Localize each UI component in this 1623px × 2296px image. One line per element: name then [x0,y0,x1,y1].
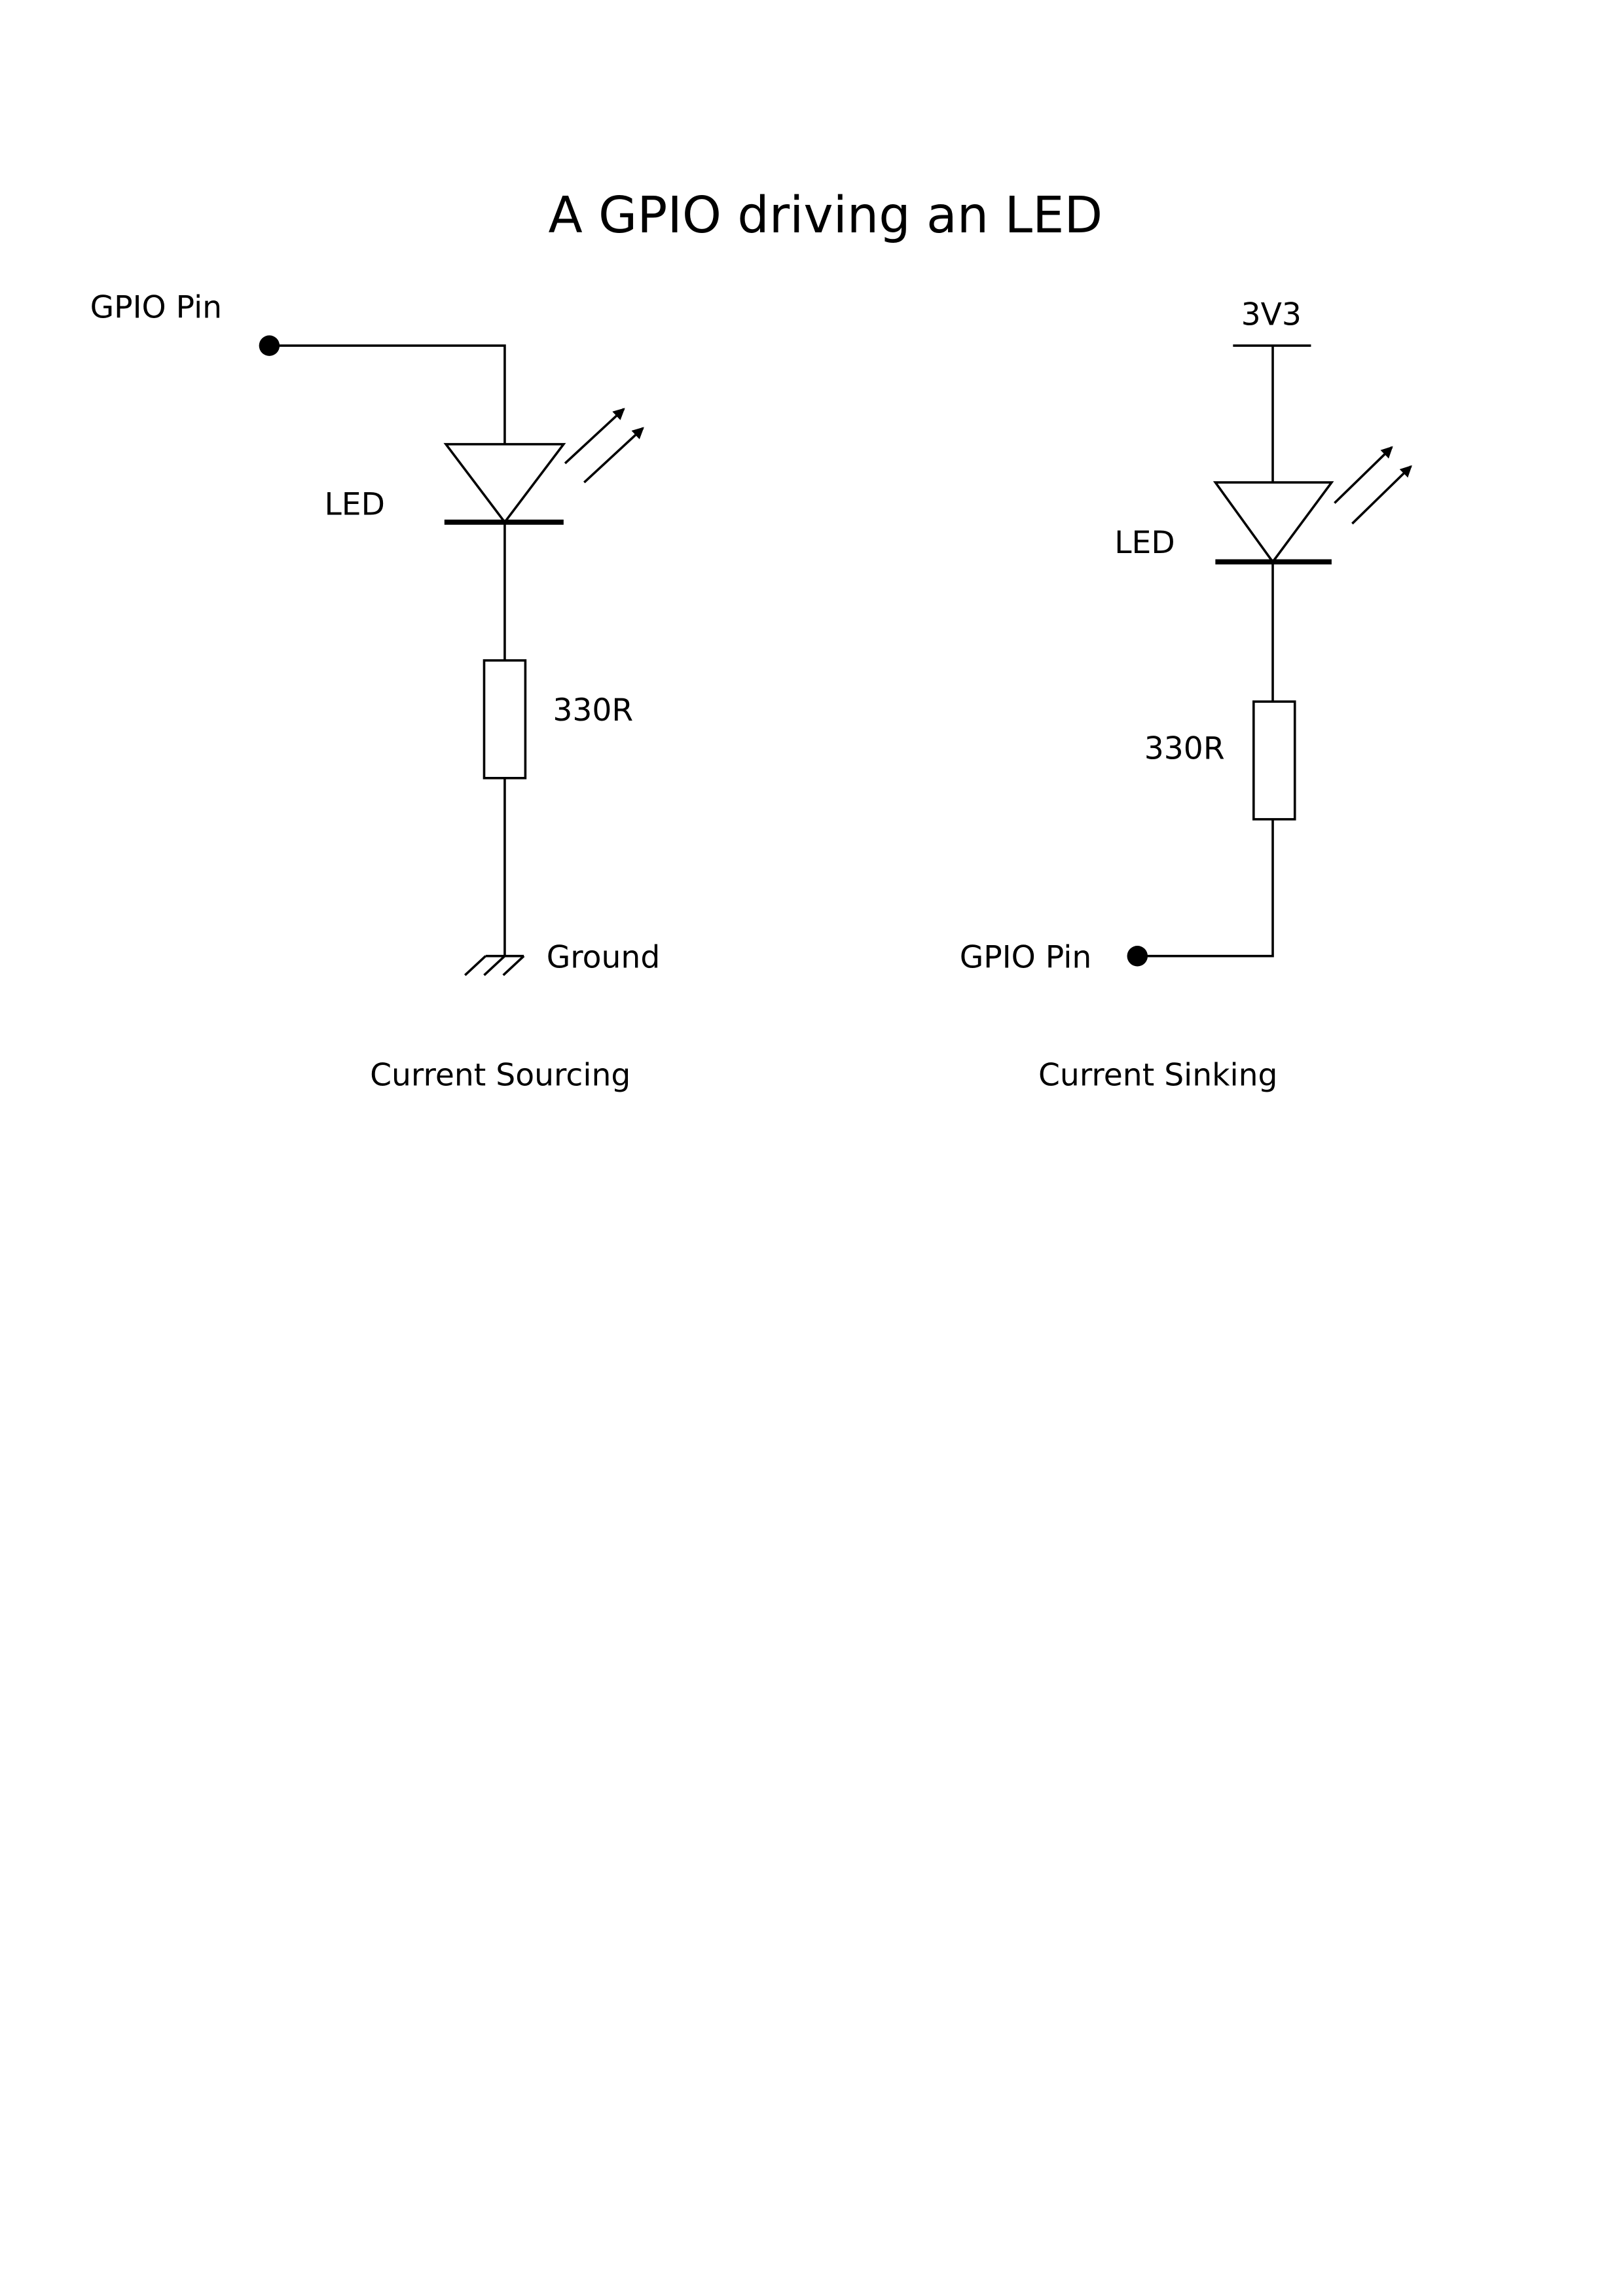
gpio-pin-terminal [1127,945,1148,967]
diagram-title: A GPIO driving an LED [549,187,1103,245]
gpio-pin-label: GPIO Pin [960,940,1092,976]
wire [269,344,506,444]
resistor-label: 330R [1144,731,1225,767]
resistor-label: 330R [553,692,633,728]
current-sinking-caption: Current Sinking [1038,1057,1277,1093]
resistor-symbol [1252,700,1296,821]
ground-label: Ground [547,940,661,976]
current-sourcing-circuit: GPIO Pin LED 330R Ground Current Sourcin… [90,289,661,1093]
led-symbol [1213,481,1334,564]
light-arrow-icon [564,408,625,465]
led-label: LED [1114,525,1175,561]
light-arrow-icon [583,427,644,484]
led-label: LED [324,487,384,523]
supply-label: 3V3 [1241,297,1302,333]
current-sourcing-caption: Current Sourcing [370,1057,630,1093]
light-arrow-icon [1351,465,1412,525]
light-arrow-icon [1334,446,1393,504]
led-symbol [443,442,566,524]
current-sinking-circuit: 3V3 LED 330R GPIO Pin Current Sinking [960,297,1412,1093]
wire [1137,819,1274,958]
resistor-symbol [483,659,527,780]
gpio-pin-label: GPIO Pin [90,289,223,325]
ground-icon [464,954,525,977]
